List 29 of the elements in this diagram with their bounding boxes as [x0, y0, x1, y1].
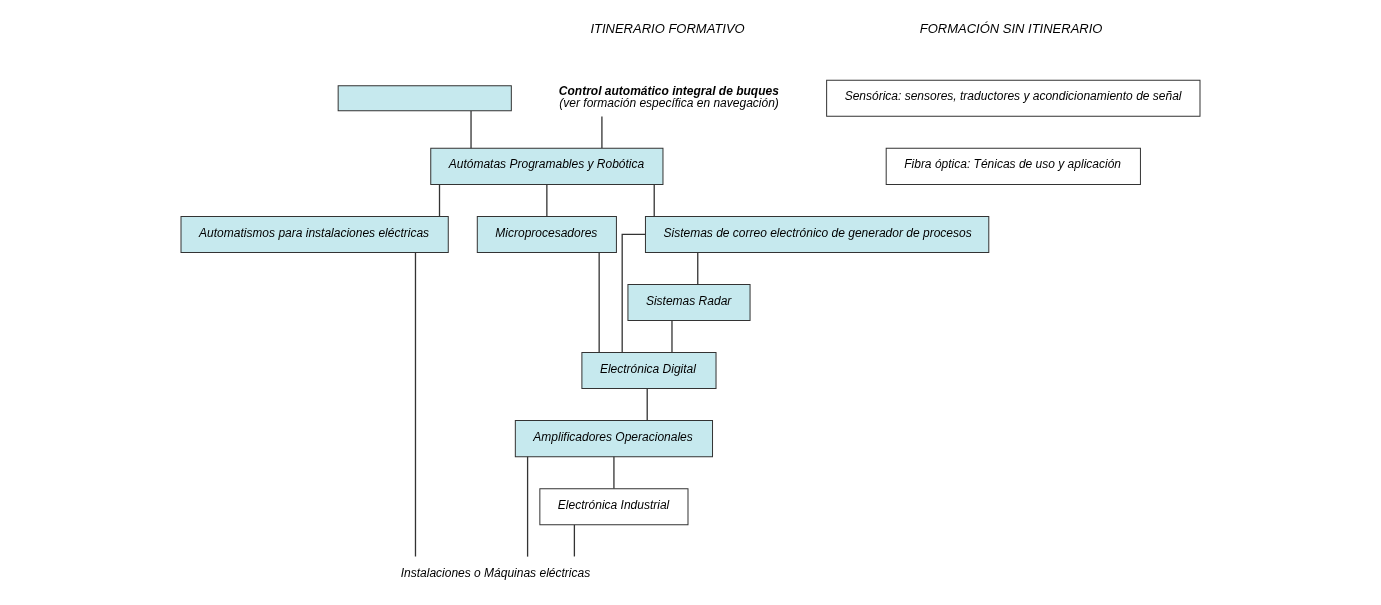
connector — [601, 115, 603, 149]
node-text: Instalaciones o Máquinas eléctricas — [400, 565, 591, 580]
connector — [621, 233, 646, 354]
connector — [697, 252, 699, 285]
node-box: Microprocesadores — [476, 215, 617, 253]
connector — [646, 388, 648, 421]
label: ITINERARIO FORMATIVO — [590, 20, 745, 36]
label: FORMACIÓN SIN ITINERARIO — [919, 20, 1103, 36]
connector — [470, 110, 472, 149]
connector — [526, 456, 529, 558]
connector — [546, 183, 548, 217]
connector — [438, 183, 441, 217]
node-text: Control automático integral de buques (ver formación específica en navegación) — [558, 83, 779, 110]
node-box: Autómatas Programables y Robótica — [430, 147, 664, 185]
node-box: Sensórica: sensores, traductores y acondicionamiento de señal — [826, 79, 1201, 117]
connector — [613, 456, 615, 490]
node-box: Sistemas de correo electrónico de generador de procesos — [644, 215, 990, 253]
connector — [653, 183, 655, 217]
connector — [573, 524, 576, 558]
connector — [671, 320, 673, 353]
node-box: Amplificadores Operacionales — [514, 420, 713, 458]
node-box: Electrónica Digital — [581, 352, 717, 390]
node-box: Sistemas Radar — [627, 284, 751, 321]
node-box: Fibra óptica: Ténicas de uso y aplicación — [885, 147, 1141, 185]
connector — [414, 252, 417, 558]
node-box — [337, 85, 512, 112]
node-box: Automatismos para instalaciones eléctricas — [180, 215, 449, 253]
node-box: Electrónica Industrial — [539, 488, 689, 526]
connector — [598, 251, 600, 354]
